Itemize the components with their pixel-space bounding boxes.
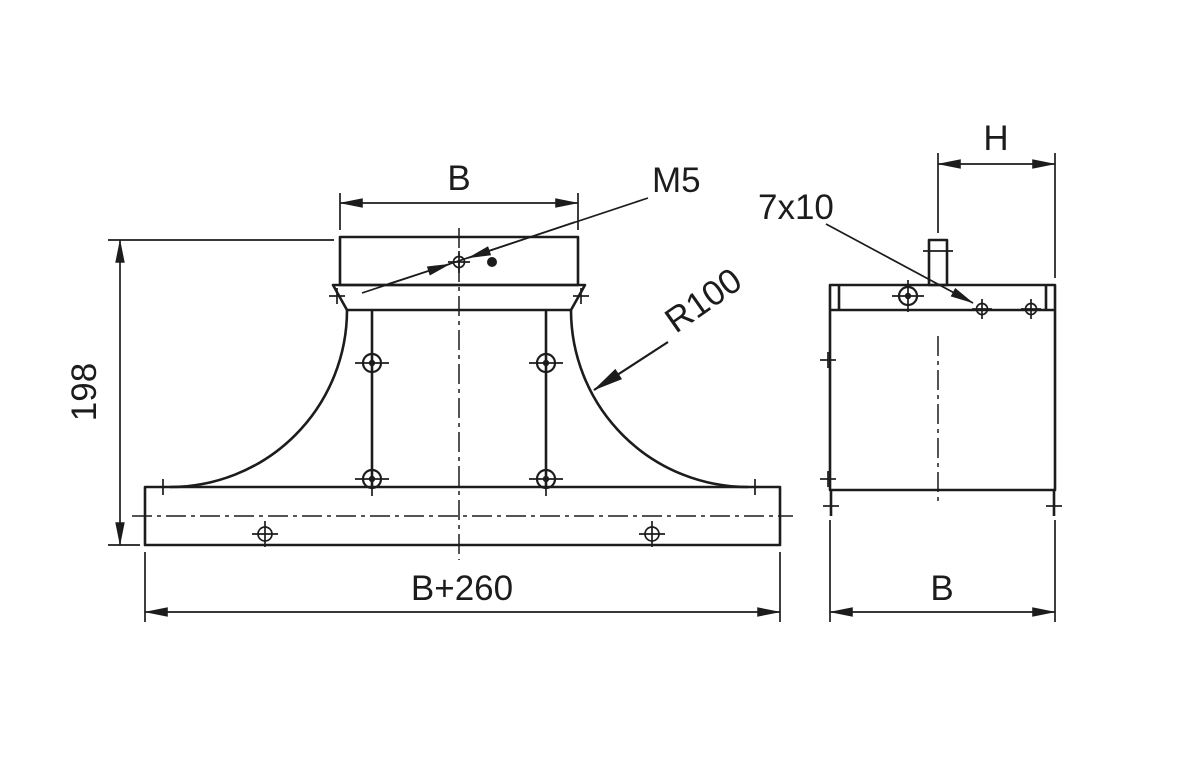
callout-r100: R100: [593, 261, 749, 391]
dim-height-label: 198: [65, 363, 104, 421]
right-fillet-curve: [569, 309, 749, 489]
collar-tick: [573, 288, 589, 304]
edge-tick: [820, 352, 836, 368]
dim-b-side-label: B: [930, 569, 953, 608]
front-view: B 198 B+260 M5 R100: [65, 159, 793, 622]
pin-hole: [487, 257, 497, 267]
base-hole: [639, 521, 665, 547]
bolt-hole: [529, 462, 563, 496]
radius-callout-label: R100: [658, 261, 749, 341]
collar-tick: [329, 288, 345, 304]
side-view: H B 7x10: [758, 119, 1062, 622]
side-holes: [820, 280, 1062, 507]
callout-m5: M5: [361, 161, 701, 294]
edge-tick: [820, 471, 836, 487]
front-holes: [162, 251, 756, 547]
dim-b-top-label: B: [447, 159, 470, 198]
bolt-hole: [529, 346, 563, 380]
slot-callout-label: 7x10: [758, 188, 834, 227]
front-outline: [143, 235, 782, 547]
base-hole: [252, 521, 278, 547]
dim-depth-label: H: [983, 119, 1008, 158]
slot-hole: [972, 299, 992, 319]
front-centerlines: [132, 228, 793, 560]
bolt-hole: [355, 346, 389, 380]
top-tab: [927, 238, 949, 287]
bolt-hole: [355, 462, 389, 496]
bolt-hole: [892, 280, 924, 312]
side-body: [828, 283, 1057, 492]
slot-hole: [1021, 299, 1041, 319]
dim-base-width: B+260: [144, 552, 781, 622]
dim-height-198: 198: [65, 239, 334, 546]
left-fillet-curve: [169, 309, 349, 489]
thread-callout-label: M5: [652, 161, 701, 200]
thread-hole-m5: [448, 251, 470, 273]
dim-base-width-label: B+260: [411, 569, 513, 608]
callout-7x10: 7x10: [758, 188, 974, 304]
dim-h: H: [937, 119, 1056, 278]
dim-b-side: B: [829, 520, 1056, 622]
side-outline: [828, 238, 1057, 516]
dim-b-top: B: [339, 159, 579, 230]
